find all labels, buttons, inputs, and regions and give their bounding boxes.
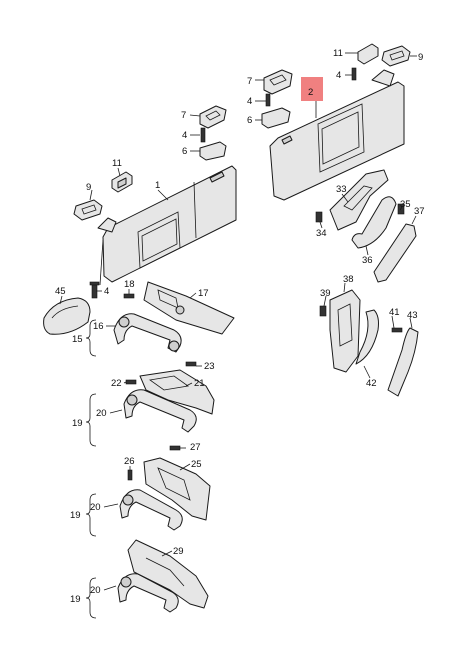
callout-29[interactable]: 29: [173, 546, 184, 557]
callout-21[interactable]: 21: [194, 378, 205, 389]
screw-26: [127, 469, 133, 481]
screw-23: [185, 361, 197, 367]
callout-9-left[interactable]: 9: [86, 182, 91, 193]
callout-2[interactable]: 2: [308, 87, 313, 98]
sun-visor-left: [97, 165, 237, 286]
clip-9-left: [73, 199, 103, 221]
callout-43[interactable]: 43: [407, 310, 418, 321]
screw-4-left-visor: [89, 281, 100, 299]
grab-handle-19b: [119, 489, 183, 531]
mount-11-right: [351, 43, 379, 81]
leader-lines: [59, 52, 417, 591]
callout-39[interactable]: 39: [320, 288, 331, 299]
grab-handle-19a: [123, 389, 197, 433]
callout-19-c[interactable]: 19: [70, 594, 81, 605]
callout-23[interactable]: 23: [204, 361, 215, 372]
callout-41[interactable]: 41: [389, 307, 400, 318]
callout-20-b[interactable]: 20: [90, 502, 101, 513]
callout-33[interactable]: 33: [336, 184, 347, 195]
grab-handle-42: [355, 309, 379, 365]
callout-7-left[interactable]: 7: [181, 110, 186, 121]
callout-17[interactable]: 17: [198, 288, 209, 299]
trim-43: [387, 327, 419, 397]
callout-7-right[interactable]: 7: [247, 76, 252, 87]
grab-handle-36: [351, 196, 397, 249]
callout-34[interactable]: 34: [316, 228, 327, 239]
callout-18[interactable]: 18: [124, 279, 135, 290]
callout-labels: 1 2 7 4 6 7 4 6 9 11 11 4 9 4 45 18 17 1…: [55, 48, 425, 605]
cap-45: [43, 297, 91, 335]
callout-37[interactable]: 37: [414, 206, 425, 217]
bracket-38: [329, 289, 361, 373]
callout-15[interactable]: 15: [72, 334, 83, 345]
callout-1[interactable]: 1: [155, 180, 160, 191]
highlight-box-2[interactable]: [301, 77, 323, 101]
callout-36[interactable]: 36: [362, 255, 373, 266]
callout-4-top-right[interactable]: 4: [336, 70, 341, 81]
callout-6-right[interactable]: 6: [247, 115, 252, 126]
callout-35[interactable]: 35: [400, 199, 411, 210]
callout-45[interactable]: 45: [55, 286, 66, 297]
grab-handle-15: [113, 313, 182, 353]
bracket-25: [143, 457, 211, 521]
callout-4-left[interactable]: 4: [182, 130, 187, 141]
callout-9-right[interactable]: 9: [418, 52, 423, 63]
screw-39: [319, 305, 327, 317]
screw-41: [391, 327, 403, 333]
callout-19-b[interactable]: 19: [70, 510, 81, 521]
bracket-17: [143, 281, 235, 335]
callout-6-left[interactable]: 6: [182, 146, 187, 157]
clip-9-right: [381, 45, 411, 67]
screw-34: [315, 211, 323, 223]
screw-18: [123, 293, 135, 299]
callout-27[interactable]: 27: [190, 442, 201, 453]
callout-16[interactable]: 16: [93, 321, 104, 332]
trim-37: [373, 223, 417, 283]
callout-19-a[interactable]: 19: [72, 418, 83, 429]
callout-22[interactable]: 22: [111, 378, 122, 389]
hook-7-left: [199, 105, 227, 143]
callout-11-right[interactable]: 11: [333, 48, 343, 59]
callout-4-visor-left[interactable]: 4: [104, 286, 109, 297]
grab-handle-19c: [117, 573, 179, 613]
callout-26[interactable]: 26: [124, 456, 135, 467]
callout-25[interactable]: 25: [191, 459, 202, 470]
callout-38[interactable]: 38: [343, 274, 354, 285]
hook-7-right: [263, 69, 293, 107]
callout-20-a[interactable]: 20: [96, 408, 107, 419]
mount-11-left: [111, 171, 133, 193]
bracket-33: [329, 169, 389, 231]
screw-22: [125, 379, 137, 385]
bracket-29: [127, 539, 209, 609]
callout-11-left[interactable]: 11: [112, 158, 122, 169]
cover-6-left: [199, 141, 227, 161]
group-braces: [85, 319, 97, 619]
cover-6-right: [261, 107, 291, 129]
sun-visor-right: [269, 69, 405, 201]
screw-27: [169, 445, 181, 451]
callout-20-c[interactable]: 20: [90, 585, 101, 596]
callout-4-right[interactable]: 4: [247, 96, 252, 107]
callout-42[interactable]: 42: [366, 378, 377, 389]
bracket-21: [139, 369, 215, 415]
